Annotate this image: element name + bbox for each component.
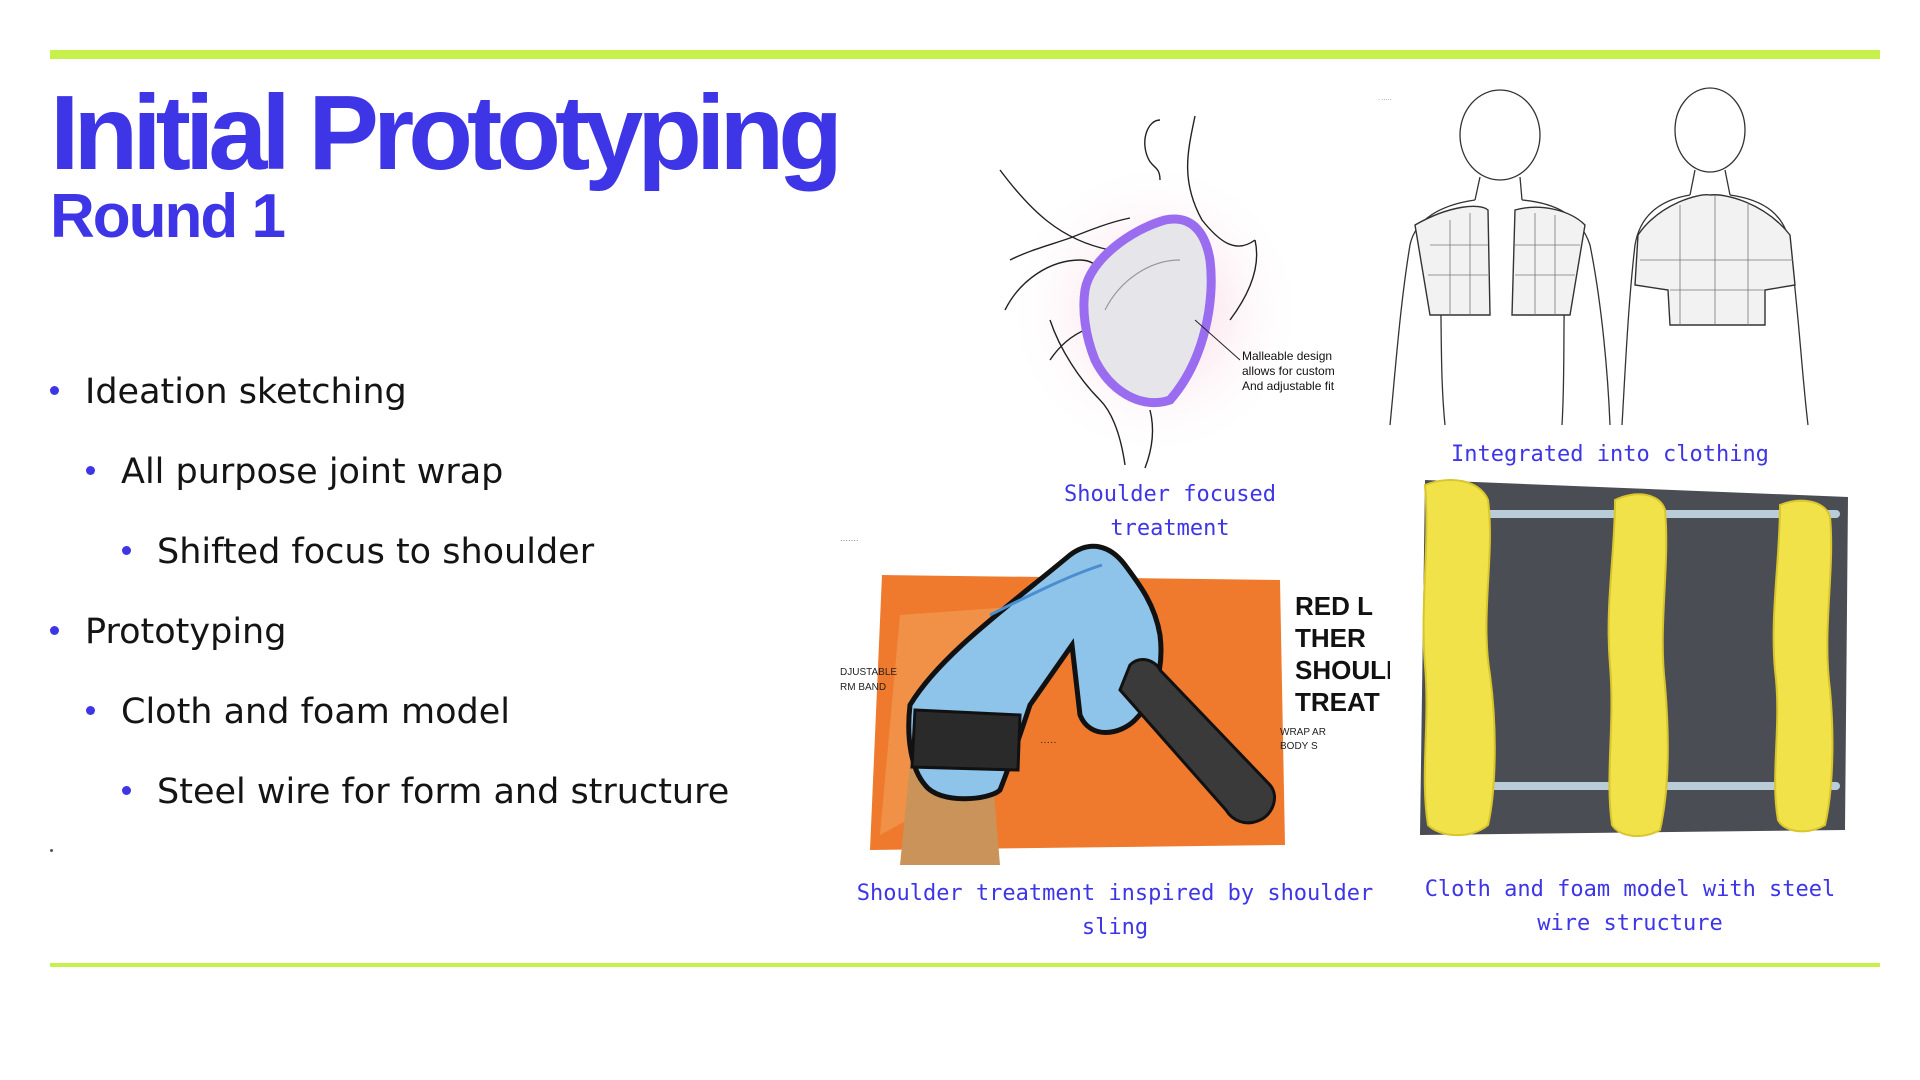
bullet-text: Cloth and foam model (121, 692, 510, 732)
bullet-dot (50, 625, 59, 635)
annotation-leader-line (1194, 319, 1241, 361)
caption-clothing: Integrated into clothing (1451, 442, 1769, 467)
sling-shading (989, 563, 1103, 617)
bullet-dot (50, 385, 59, 395)
arm-band-strap (910, 708, 1022, 772)
foam-strip-right (1772, 499, 1834, 833)
top-accent-rule (50, 50, 1880, 59)
bullet-text: Shifted focus to shoulder (157, 532, 595, 572)
slide-title: Initial Prototyping (50, 74, 843, 192)
bullet-item: Cloth and foam model (86, 690, 510, 734)
body-wrap-strap (1118, 658, 1276, 825)
bullet-text: Ideation sketching (85, 372, 407, 412)
bullet-dot (86, 465, 95, 475)
bullet-text: All purpose joint wrap (121, 452, 504, 492)
caption-sling: Shoulder treatment inspired by shoulder … (856, 881, 1374, 940)
front-quilt-lines (1428, 213, 1580, 315)
annotation-line: And adjustable fit (1242, 379, 1335, 393)
sketch-scribble-label: ······· (840, 536, 859, 545)
bullet-text: Prototyping (85, 612, 287, 652)
svg-text:BODY S: BODY S (1280, 741, 1318, 752)
back-quilt-lines (1640, 195, 1793, 325)
bullet-item: Ideation sketching (50, 370, 407, 414)
wrap-shading (1104, 259, 1181, 311)
foam-strip-left (1422, 479, 1496, 837)
sketch-scribble-label: · ····· (1378, 97, 1392, 103)
sketch-notes: DJUSTABLE RM BAND WRAP AR BODY S ····· (840, 667, 1326, 752)
shoulder-wrap-shape (1079, 214, 1216, 408)
bullet-item: All purpose joint wrap (86, 450, 503, 494)
stray-dot (50, 849, 53, 852)
bullet-dot (86, 705, 95, 715)
shoulder-sketch-figure: Malleable design allows for custom And a… (999, 115, 1335, 469)
bullet-item: Steel wire for form and structure (122, 770, 729, 814)
caption-cloth-model: Cloth and foam model with steel wire str… (1424, 877, 1836, 936)
front-figure-outline (1389, 89, 1611, 426)
bullet-dot (122, 545, 131, 555)
bottom-accent-rule (50, 963, 1880, 967)
bullet-dot (122, 785, 131, 795)
annotation-line: Malleable design (1242, 349, 1332, 363)
sling-sketch-figure: ······· DJUSTABLE RM BAND WRAP AR BODY S… (840, 536, 1390, 865)
svg-text:DJUSTABLE: DJUSTABLE (840, 667, 897, 678)
annotation-line: allows for custom (1242, 364, 1335, 378)
bullet-item: Prototyping (50, 610, 286, 654)
caption-shoulder-focused: Shoulder focused treatment (1064, 482, 1276, 541)
clothing-sketch-figure: · ····· (1378, 87, 1809, 426)
handwriting-line: RED L (1295, 591, 1373, 621)
foam-strip-middle (1607, 493, 1669, 837)
bullet-text: Steel wire for form and structure (157, 772, 730, 812)
svg-text:WRAP AR: WRAP AR (1280, 727, 1326, 738)
handwriting-line: TREAT (1295, 687, 1380, 717)
slide-subtitle: Round 1 (50, 182, 286, 251)
svg-text:RM BAND: RM BAND (840, 682, 886, 693)
handwriting-line: SHOULI (1295, 655, 1390, 685)
cloth-foam-model-figure (1420, 479, 1848, 837)
bullet-item: Shifted focus to shoulder (122, 530, 594, 574)
front-wrap-vest (1414, 205, 1586, 316)
handwritten-title: RED L THER SHOULI TREAT (1295, 591, 1390, 717)
handwriting-line: THER (1295, 623, 1366, 653)
svg-text:·····: ····· (1040, 737, 1057, 748)
